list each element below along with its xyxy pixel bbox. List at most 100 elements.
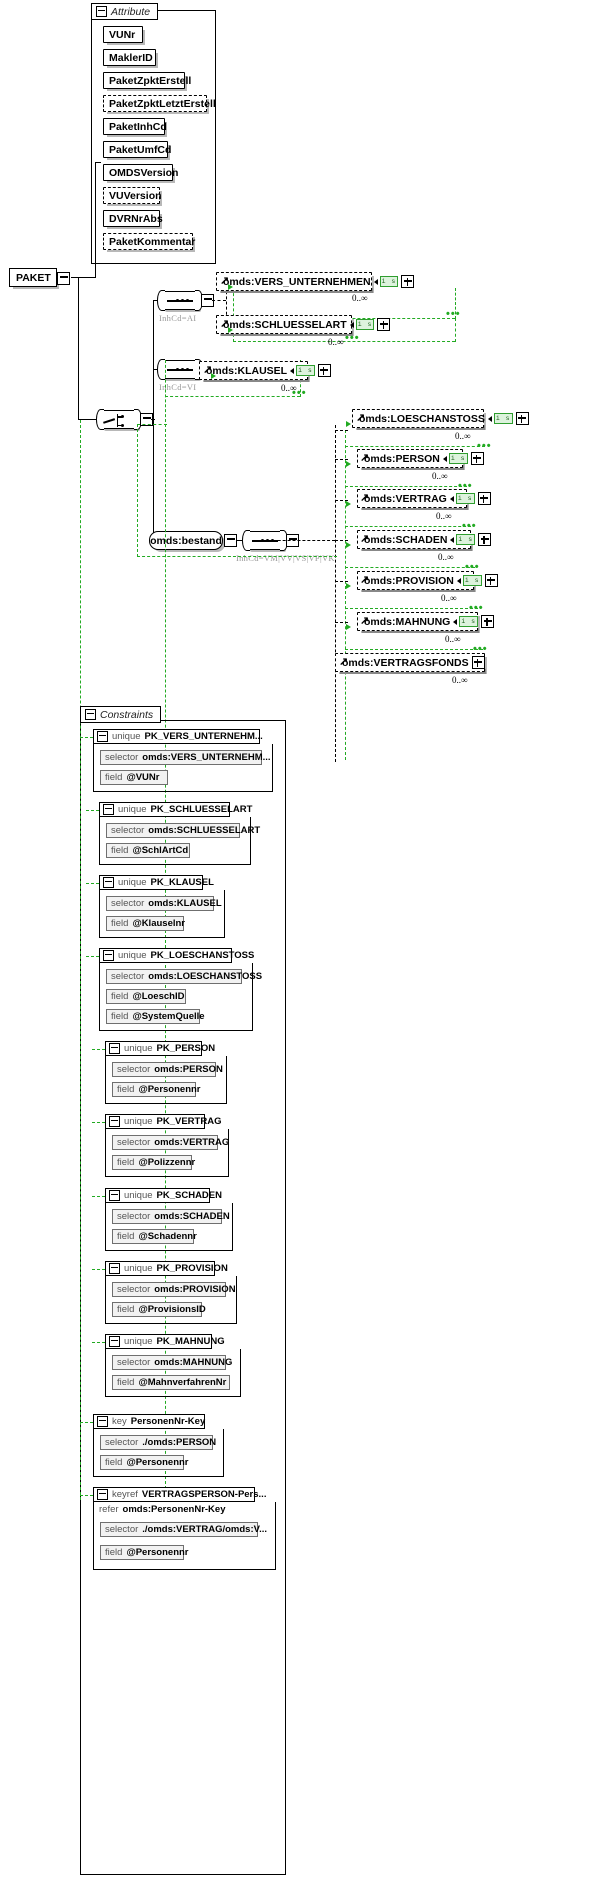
element-ref-schaden[interactable]: omds:SCHADEN i s bbox=[357, 530, 492, 549]
attribute-paketzpkterstell[interactable]: PaketZpktErstell bbox=[103, 72, 191, 89]
constraint-kind: unique bbox=[124, 1190, 153, 1201]
constraint-selector-row[interactable]: selector omds:SCHADEN bbox=[112, 1209, 230, 1224]
is-badge-icon: i s bbox=[296, 365, 315, 376]
constraint-header-0[interactable]: unique PK_VERS_UNTERNEHM... bbox=[93, 729, 263, 744]
constraint-field-row[interactable]: field @Polizzennr bbox=[112, 1155, 195, 1170]
constraint-selector-row[interactable]: selector ./omds:PERSON bbox=[100, 1435, 216, 1450]
constraint-selector-row[interactable]: selector omds:PROVISION bbox=[112, 1282, 236, 1297]
constraint-name: PK_PERSON bbox=[156, 1043, 216, 1054]
expand-plus-icon[interactable] bbox=[470, 452, 484, 465]
attribute-label: PaketInhCd bbox=[109, 120, 167, 133]
expand-plus-icon[interactable] bbox=[471, 656, 485, 669]
constraint-header-9[interactable]: key PersonenNr-Key bbox=[93, 1414, 205, 1429]
collapse-minus-icon[interactable] bbox=[109, 1336, 120, 1347]
constraint-field-row[interactable]: field @LoeschID bbox=[106, 989, 186, 1004]
expand-plus-icon[interactable] bbox=[478, 533, 492, 546]
constraint-selector-row[interactable]: selector omds:MAHNUNG bbox=[112, 1355, 232, 1370]
constraint-selector-row[interactable]: selector ./omds:VERTRAG/omds:V... bbox=[100, 1522, 267, 1537]
constraint-field-row[interactable]: field @Personennr bbox=[100, 1545, 189, 1560]
collapse-minus-icon[interactable] bbox=[96, 6, 107, 17]
row-kind: field bbox=[117, 1157, 135, 1168]
sequence-compositor-ai[interactable]: InhCd=AI bbox=[157, 290, 214, 323]
constraint-field-row[interactable]: field @ProvisionsID bbox=[112, 1302, 206, 1317]
collapse-minus-icon[interactable] bbox=[103, 877, 114, 888]
constraint-header-6[interactable]: unique PK_SCHADEN bbox=[105, 1188, 222, 1203]
constraints-section-header[interactable]: Constraints bbox=[80, 706, 162, 723]
collapse-minus-icon[interactable] bbox=[109, 1263, 120, 1274]
constraint-header-10[interactable]: keyref VERTRAGSPERSON-Pers... bbox=[93, 1487, 266, 1502]
collapse-minus-icon[interactable] bbox=[97, 1416, 108, 1427]
constraint-body-3 bbox=[99, 963, 253, 1031]
attribute-paketinhcd[interactable]: PaketInhCd bbox=[103, 118, 167, 135]
constraint-name: PK_MAHNUNG bbox=[156, 1336, 225, 1347]
attribute-dvrnrabs[interactable]: DVRNrAbs bbox=[103, 210, 163, 227]
constraint-refer-row: refer omds:PersonenNr-Key bbox=[99, 1504, 226, 1515]
constraint-selector-row[interactable]: selector omds:VERS_UNTERNEHM... bbox=[100, 750, 271, 765]
attribute-vunr[interactable]: VUNr bbox=[103, 26, 143, 43]
attribute-section-header[interactable]: Attribute bbox=[91, 3, 159, 20]
collapse-minus-icon[interactable] bbox=[97, 731, 108, 742]
constraint-header-1[interactable]: unique PK_SCHLUESSELART bbox=[99, 802, 252, 817]
attribute-paketumfcd[interactable]: PaketUmfCd bbox=[103, 141, 171, 158]
expand-plus-icon[interactable] bbox=[377, 318, 391, 331]
collapse-minus-icon[interactable] bbox=[85, 709, 96, 720]
attribute-paketzpktletzterstell[interactable]: PaketZpktLetztErstell bbox=[103, 95, 216, 112]
sequence-compositor-vi[interactable]: InhCd=VI bbox=[157, 359, 214, 392]
constraint-header-7[interactable]: unique PK_PROVISION bbox=[105, 1261, 228, 1276]
seq-bestand-label: InhCd=VM|VV|VS|VP|VK bbox=[236, 553, 335, 563]
collapse-minus-icon[interactable] bbox=[109, 1043, 120, 1054]
constraint-kind: key bbox=[112, 1416, 127, 1427]
element-bestand[interactable]: omds:bestand bbox=[149, 531, 223, 550]
collapse-minus-icon[interactable] bbox=[103, 804, 114, 815]
constraint-header-5[interactable]: unique PK_VERTRAG bbox=[105, 1114, 221, 1129]
attribute-omdsversion[interactable]: OMDSVersion bbox=[103, 164, 178, 181]
paket-collapse-box[interactable] bbox=[57, 272, 70, 285]
constraint-field-row[interactable]: field @Schadennr bbox=[112, 1229, 197, 1244]
constraint-header-4[interactable]: unique PK_PERSON bbox=[105, 1041, 215, 1056]
expand-plus-icon[interactable] bbox=[317, 364, 331, 377]
constraint-selector-row[interactable]: selector omds:PERSON bbox=[112, 1062, 223, 1077]
element-ref-schluesselart[interactable]: omds:SCHLUESSELART i s bbox=[216, 315, 391, 334]
collapse-minus-icon[interactable] bbox=[109, 1116, 120, 1127]
expand-plus-icon[interactable] bbox=[477, 492, 491, 505]
constraint-field-row[interactable]: field @Personennr bbox=[112, 1082, 201, 1097]
row-kind: field bbox=[111, 1011, 129, 1022]
constraint-body-4 bbox=[105, 1056, 227, 1104]
constraint-field-row[interactable]: field @SchlArtCd bbox=[106, 843, 190, 858]
root-element-paket[interactable]: PAKET bbox=[9, 268, 70, 287]
element-ref-person[interactable]: omds:PERSON i s bbox=[357, 449, 484, 468]
element-ref-vertragsfonds[interactable]: omds:VERTRAGSFONDS bbox=[335, 653, 485, 672]
collapse-minus-icon[interactable] bbox=[97, 1489, 108, 1500]
expand-plus-icon[interactable] bbox=[484, 574, 498, 587]
constraint-field-row[interactable]: field @MahnverfahrenNr bbox=[112, 1375, 230, 1390]
constraint-header-2[interactable]: unique PK_KLAUSEL bbox=[99, 875, 214, 890]
connector-dashed bbox=[335, 459, 348, 460]
constraint-field-row[interactable]: field @Klauselnr bbox=[106, 916, 185, 931]
attribute-maklerid[interactable]: MaklerID bbox=[103, 49, 156, 66]
element-ref-vers-unternehmen[interactable]: omds:VERS_UNTERNEHMEN i s bbox=[216, 272, 415, 291]
collapse-minus-icon[interactable] bbox=[103, 950, 114, 961]
green-marker-icon bbox=[346, 542, 351, 548]
choice-compositor[interactable] bbox=[96, 409, 153, 430]
element-ref-mahnung[interactable]: omds:MAHNUNG i s bbox=[357, 612, 495, 631]
constraint-selector-row[interactable]: selector omds:KLAUSEL bbox=[106, 896, 222, 911]
attribute-paketkommentar[interactable]: PaketKommentar bbox=[103, 233, 195, 250]
element-ref-provision[interactable]: omds:PROVISION i s bbox=[357, 571, 498, 590]
element-ref-klausel[interactable]: omds:KLAUSEL i s bbox=[199, 361, 331, 380]
collapse-minus-icon[interactable] bbox=[109, 1190, 120, 1201]
constraint-selector-row[interactable]: selector omds:LOESCHANSTOSS bbox=[106, 969, 262, 984]
element-ref-vertrag[interactable]: omds:VERTRAG i s bbox=[357, 489, 491, 508]
constraint-header-3[interactable]: unique PK_LOESCHANSTOSS bbox=[99, 948, 254, 963]
constraint-header-8[interactable]: unique PK_MAHNUNG bbox=[105, 1334, 225, 1349]
expand-plus-icon[interactable] bbox=[481, 615, 495, 628]
constraint-field-row[interactable]: field @SystemQuelle bbox=[106, 1009, 205, 1024]
element-ref-loeschanstoss[interactable]: omds:LOESCHANSTOSS i s bbox=[352, 409, 529, 428]
constraint-name: PK_PROVISION bbox=[156, 1263, 228, 1274]
expand-plus-icon[interactable] bbox=[401, 275, 415, 288]
constraint-field-row[interactable]: field @VUNr bbox=[100, 770, 168, 785]
constraint-field-row[interactable]: field @Personennr bbox=[100, 1455, 189, 1470]
constraint-selector-row[interactable]: selector omds:SCHLUESSELART bbox=[106, 823, 260, 838]
constraint-selector-row[interactable]: selector omds:VERTRAG bbox=[112, 1135, 229, 1150]
expand-plus-icon[interactable] bbox=[515, 412, 529, 425]
attribute-vuversion[interactable]: VUVersion bbox=[103, 187, 162, 204]
